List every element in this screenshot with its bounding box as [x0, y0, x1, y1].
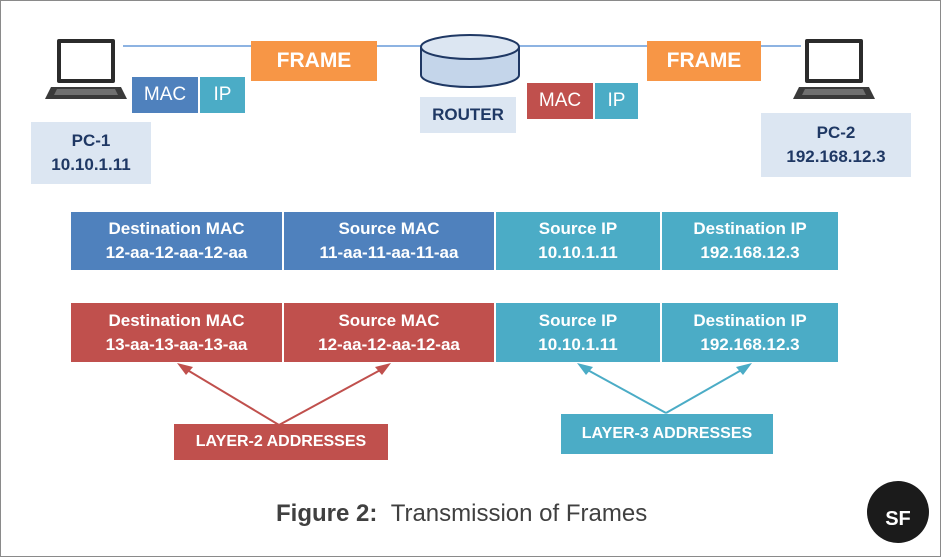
layer3-addresses-tag: LAYER-3 ADDRESSES [561, 414, 773, 454]
layer2-arrow-right [278, 367, 385, 426]
cell-title: Destination MAC [108, 310, 245, 330]
pc2-ip: 192.168.12.3 [786, 147, 886, 166]
pc1-label: PC-1 10.10.1.11 [31, 122, 151, 184]
row1-source-ip: Source IP 10.10.1.11 [495, 211, 661, 271]
cell-value: 12-aa-12-aa-12-aa [318, 334, 460, 354]
caption-label: Figure 2: [276, 500, 378, 527]
logo-text: SF [885, 507, 911, 530]
layer3-arrow-left [583, 367, 667, 414]
cell-value: 192.168.12.3 [700, 334, 800, 354]
cell-value: 10.10.1.11 [538, 334, 618, 354]
cell-value: 10.10.1.11 [538, 243, 618, 262]
layer2-addresses-tag: LAYER-2 ADDRESSES [174, 424, 388, 460]
row2-destination-mac: Destination MAC 13-aa-13-aa-13-aa [70, 302, 283, 363]
row2-destination-ip: Destination IP 192.168.12.3 [661, 302, 839, 363]
pc1-ip: 10.10.1.11 [51, 155, 131, 174]
layer3-arrowhead-right [736, 363, 752, 375]
pc2-label: PC-2 192.168.12.3 [761, 113, 911, 177]
mac-label-left: MAC [132, 77, 198, 113]
pc2-name: PC-2 [816, 123, 856, 142]
row1-destination-ip: Destination IP 192.168.12.3 [661, 211, 839, 271]
caption-text: Transmission of Frames [390, 500, 648, 527]
mac-label-right: MAC [527, 83, 593, 119]
cell-title: Source MAC [338, 219, 440, 238]
cell-title: Destination IP [693, 310, 807, 330]
ip-label-left: IP [200, 77, 245, 113]
layer2-arrow-left [183, 367, 280, 426]
router-label: ROUTER [420, 97, 516, 133]
cell-title: Source IP [538, 310, 618, 330]
layer3-arrowhead-left [577, 363, 593, 375]
row2-source-ip: Source IP 10.10.1.11 [495, 302, 661, 363]
cell-title: Source IP [538, 219, 618, 238]
frame-label-right: FRAME [647, 41, 761, 81]
layer2-arrowhead-left [177, 363, 193, 375]
cell-value: 11-aa-11-aa-11-aa [319, 243, 459, 262]
layer3-arrow-right [665, 367, 746, 414]
cell-value: 192.168.12.3 [700, 243, 800, 262]
cell-title: Destination MAC [108, 219, 245, 238]
router-icon [420, 34, 520, 88]
cell-title: Source MAC [338, 310, 440, 330]
cell-value: 13-aa-13-aa-13-aa [105, 334, 248, 354]
figure-caption: Figure 2: Transmission of Frames [276, 500, 647, 528]
row2-source-mac: Source MAC 12-aa-12-aa-12-aa [283, 302, 495, 363]
layer2-arrowhead-right [375, 363, 391, 375]
frame-label-left: FRAME [251, 41, 377, 81]
ip-label-right: IP [595, 83, 638, 119]
row1-destination-mac: Destination MAC 12-aa-12-aa-12-aa [70, 211, 283, 271]
laptop-icon [45, 39, 127, 99]
cell-title: Destination IP [693, 219, 807, 238]
sf-logo: SF [867, 481, 929, 543]
laptop-icon [793, 39, 875, 99]
pc1-name: PC-1 [71, 131, 111, 150]
row1-source-mac: Source MAC 11-aa-11-aa-11-aa [283, 211, 495, 271]
cell-value: 12-aa-12-aa-12-aa [105, 243, 248, 262]
